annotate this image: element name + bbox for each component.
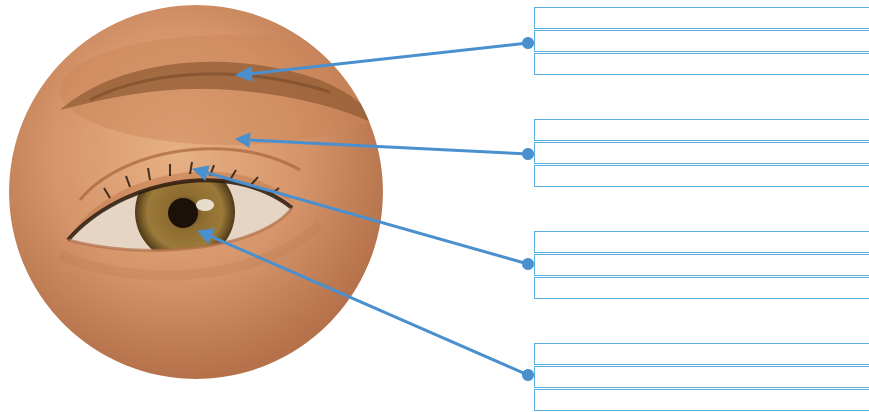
answer-line[interactable]	[534, 366, 869, 388]
answer-line[interactable]	[534, 142, 869, 164]
answer-line[interactable]	[534, 165, 869, 187]
answer-box-pupil	[534, 343, 869, 411]
answer-line[interactable]	[534, 343, 869, 365]
pupil	[168, 198, 198, 228]
answer-line[interactable]	[534, 277, 869, 299]
answer-box-eyelid	[534, 119, 869, 187]
answer-line[interactable]	[534, 254, 869, 276]
eye-photo	[9, 5, 400, 379]
answer-line[interactable]	[534, 119, 869, 141]
answer-line[interactable]	[534, 30, 869, 52]
answer-box-eyebrow	[534, 7, 869, 75]
eye-highlight	[196, 199, 214, 211]
answer-line[interactable]	[534, 389, 869, 411]
answer-line[interactable]	[534, 7, 869, 29]
answer-box-eyelashes	[534, 231, 869, 299]
answer-line[interactable]	[534, 231, 869, 253]
answer-line[interactable]	[534, 53, 869, 75]
